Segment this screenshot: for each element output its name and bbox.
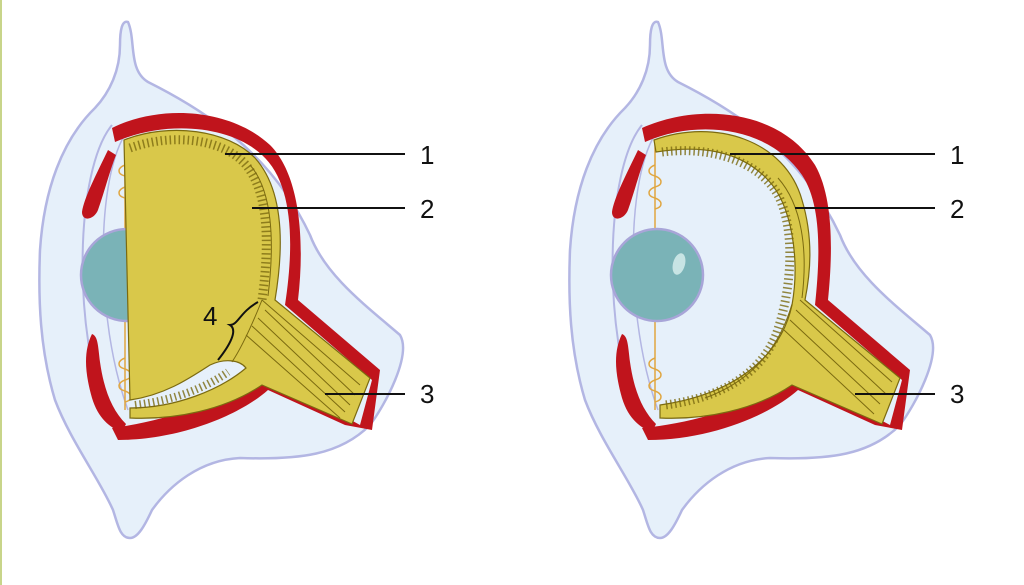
label-2-left: 2: [420, 194, 434, 224]
label-1-left: 1: [420, 140, 434, 170]
label-3-left: 3: [420, 379, 434, 409]
label-3-right: 3: [950, 379, 964, 409]
page-edge-border: [0, 0, 2, 585]
label-4-left: 4: [203, 301, 217, 331]
label-2-right: 2: [950, 194, 964, 224]
diagram-left: 1 2 3 4: [38, 20, 434, 540]
brace-4: [217, 301, 259, 361]
diagram-right: 1 2 3: [568, 20, 964, 540]
label-1-right: 1: [950, 140, 964, 170]
